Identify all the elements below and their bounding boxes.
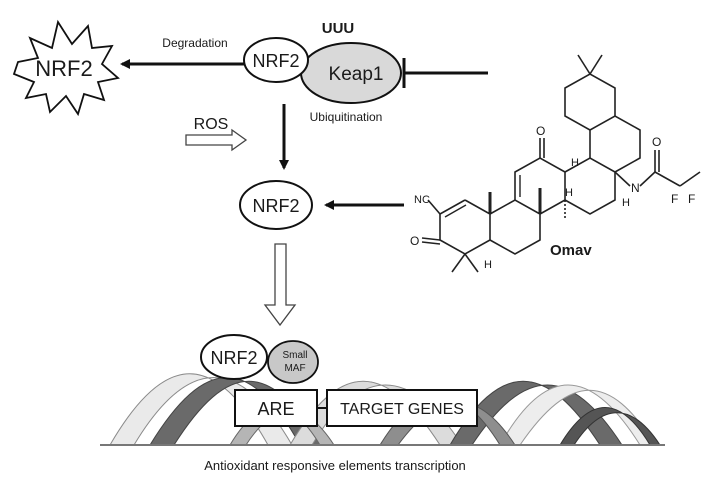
- target-genes-label: TARGET GENES: [340, 401, 464, 418]
- stereo-h-2: H: [565, 187, 573, 199]
- nrf2-keap1-complex: NRF2 Keap1 UUU Ubiquitination: [243, 20, 402, 124]
- bound-nrf2-label: NRF2: [210, 348, 257, 368]
- amide-o: O: [652, 135, 661, 149]
- are-box: [234, 389, 318, 427]
- ubiquitination-label: Ubiquitination: [310, 110, 383, 124]
- are-label: ARE: [257, 399, 294, 419]
- ubiquitin-label: UUU: [322, 20, 355, 37]
- ros-arrow: [185, 128, 248, 152]
- degradation-label: Degradation: [162, 36, 227, 50]
- free-nrf2-label: NRF2: [252, 196, 299, 216]
- keap1-label: Keap1: [329, 64, 384, 85]
- fluorine-2: F: [688, 192, 695, 206]
- ketone-left-o: O: [410, 234, 419, 248]
- small-maf-ellipse: [267, 340, 319, 384]
- translocation-arrow: [263, 243, 297, 327]
- small-maf-label-line2: MAF: [284, 363, 305, 374]
- fluorine-1: F: [671, 192, 678, 206]
- amide-h: H: [622, 197, 630, 209]
- inhibition-line: [402, 58, 488, 88]
- small-maf-label-line1: Small: [282, 350, 307, 361]
- amide-n: N: [631, 181, 640, 195]
- nitrile-label: NC: [414, 194, 430, 206]
- degraded-nrf2-star: NRF2: [12, 19, 120, 117]
- ros-label: ROS: [194, 116, 229, 133]
- bound-nrf2-ellipse: [200, 334, 268, 380]
- caption: Antioxidant responsive elements transcri…: [204, 458, 466, 473]
- stereo-h-1: H: [571, 157, 579, 169]
- stereo-h-3: H: [484, 259, 492, 271]
- omav-label: Omav: [550, 242, 592, 259]
- complex-nrf2-ellipse: [243, 37, 309, 83]
- free-nrf2-ellipse: [239, 180, 313, 230]
- omav-structure: [421, 54, 701, 273]
- complex-nrf2-label: NRF2: [252, 51, 299, 71]
- ketone-top-o: O: [536, 124, 545, 138]
- degraded-nrf2-label: NRF2: [35, 56, 92, 81]
- target-genes-box: [326, 389, 478, 427]
